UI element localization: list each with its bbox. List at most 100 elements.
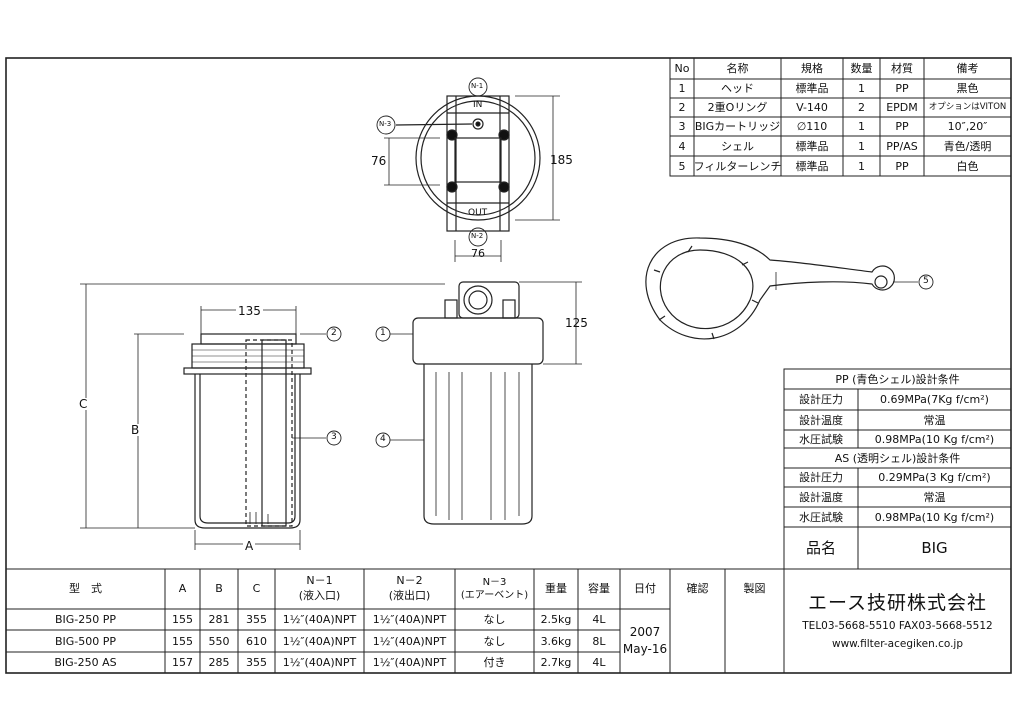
exterior-view: [390, 281, 582, 525]
spec-cell: 285: [208, 656, 230, 669]
n3-label: N-3: [379, 120, 392, 128]
in-label: IN: [473, 100, 483, 110]
n2-label: N-2: [471, 232, 484, 240]
condition-cell: 水圧試験: [799, 432, 843, 446]
parts-cell: 標準品: [795, 139, 829, 153]
spec-cell: BIG-500 PP: [54, 634, 117, 648]
parts-header-spec: 規格: [801, 62, 823, 75]
parts-cell: 3: [678, 120, 686, 133]
parts-cell: ヘッド: [721, 82, 754, 95]
spec-header-cell: 重量: [545, 581, 567, 595]
spec-cell: なし: [483, 613, 506, 626]
product-name-value: BIG: [921, 538, 948, 557]
dim-135: 135: [236, 304, 263, 318]
n1-label: N-1: [471, 82, 484, 90]
parts-header-remarks: 備考: [956, 62, 979, 75]
product-name-label: 品名: [805, 538, 836, 557]
dim-76-vertical: 76: [371, 154, 387, 168]
spec-header-cell: 確認: [686, 581, 709, 595]
spec-cell: 1½″(40A)NPT: [372, 613, 447, 626]
spec-cell: 1½″(40A)NPT: [282, 634, 357, 648]
spec-cell: 8L: [592, 634, 606, 648]
spec-cell: 355: [246, 656, 267, 669]
parts-header-qty: 数量: [850, 62, 873, 75]
parts-cell: ∅110: [796, 120, 828, 133]
spec-cell: 610: [246, 634, 267, 648]
condition-cell: 常温: [923, 413, 946, 427]
parts-cell: 1: [858, 139, 865, 153]
spec-cell: 281: [208, 613, 230, 626]
spec-cell: BIG-250 AS: [54, 656, 117, 669]
spec-header-cell: C: [252, 581, 261, 595]
date-value: 2007 May-16: [622, 625, 668, 656]
parts-cell: 1: [858, 82, 865, 95]
parts-cell: オプションはVITON: [928, 102, 1007, 113]
parts-cell: 1: [858, 159, 865, 173]
condition-cell: 設計温度: [799, 413, 843, 427]
parts-header-no: No: [674, 62, 690, 75]
spec-cell: 1½″(40A)NPT: [372, 634, 447, 648]
spec-cell: 4L: [592, 613, 606, 626]
parts-cell: フィルターレンチ: [693, 159, 782, 173]
as-conditions-title: AS (透明シェル)設計条件: [834, 451, 961, 465]
dim-76-horizontal: 76: [471, 247, 485, 260]
spec-header-cell: A: [178, 581, 187, 595]
table-grid: [5, 57, 1012, 674]
spec-cell: 155: [172, 613, 193, 626]
filter-wrench-drawing: [645, 237, 918, 340]
parts-cell: シェル: [721, 139, 754, 153]
callout-3: 3: [331, 432, 337, 442]
parts-cell: 10″,20″: [947, 120, 988, 133]
top-view-head: [384, 95, 560, 262]
spec-cell: 2.7kg: [540, 656, 572, 669]
parts-cell: PP: [895, 159, 909, 173]
spec-header-cell: N－3 (エアーベント): [460, 576, 529, 602]
parts-cell: 2: [678, 101, 686, 114]
parts-cell: EPDM: [886, 101, 918, 114]
spec-cell: 3.6kg: [540, 634, 572, 648]
parts-cell: PP: [895, 120, 909, 133]
condition-cell: 設計温度: [799, 490, 843, 504]
parts-cell: V-140: [796, 101, 828, 114]
parts-header-material: 材質: [891, 62, 913, 75]
spec-cell: 1½″(40A)NPT: [372, 656, 447, 669]
dim-c: C: [79, 397, 88, 411]
spec-cell: なし: [483, 634, 506, 648]
dim-185: 185: [550, 153, 573, 167]
condition-cell: 設計圧力: [799, 471, 843, 484]
parts-cell: 黒色: [956, 82, 979, 95]
condition-cell: 0.69MPa(7Kg f/cm²): [880, 393, 989, 406]
company-tel-fax: TEL03-5668-5510 FAX03-5668-5512: [802, 619, 993, 632]
spec-cell: 付き: [483, 656, 506, 669]
spec-cell: 355: [246, 613, 267, 626]
parts-cell: PP: [895, 82, 909, 95]
callout-4: 4: [380, 434, 386, 444]
parts-header-name: 名称: [726, 62, 749, 75]
company-url: www.filter-acegiken.co.jp: [831, 637, 964, 650]
dim-a: A: [243, 539, 256, 553]
spec-header-cell: N－1 (液入口): [298, 574, 341, 602]
spec-cell: 1½″(40A)NPT: [282, 656, 357, 669]
parts-cell: 1: [858, 120, 865, 133]
spec-header-cell: N－2 (液出口): [388, 574, 431, 602]
parts-cell: 4: [678, 139, 686, 153]
spec-header-cell: 容量: [588, 581, 610, 595]
parts-cell: 2: [858, 101, 865, 114]
spec-cell: 2.5kg: [540, 613, 572, 626]
callout-5: 5: [923, 276, 929, 286]
condition-cell: 0.98MPa(10 Kg f/cm²): [874, 510, 995, 524]
company-name: エース技研株式会社: [807, 591, 988, 614]
spec-cell: BIG-250 PP: [54, 613, 117, 626]
parts-cell: 標準品: [795, 82, 829, 95]
spec-header-cell: 日付: [634, 581, 656, 595]
condition-cell: 水圧試験: [799, 510, 843, 524]
callout-2: 2: [331, 328, 337, 338]
condition-cell: 設計圧力: [799, 393, 843, 406]
parts-cell: 白色: [956, 159, 979, 173]
spec-header-cell: 製図: [743, 581, 766, 595]
spec-cell: 1½″(40A)NPT: [282, 613, 357, 626]
parts-cell: 2重Oリング: [707, 101, 768, 114]
spec-cell: 157: [172, 656, 193, 669]
